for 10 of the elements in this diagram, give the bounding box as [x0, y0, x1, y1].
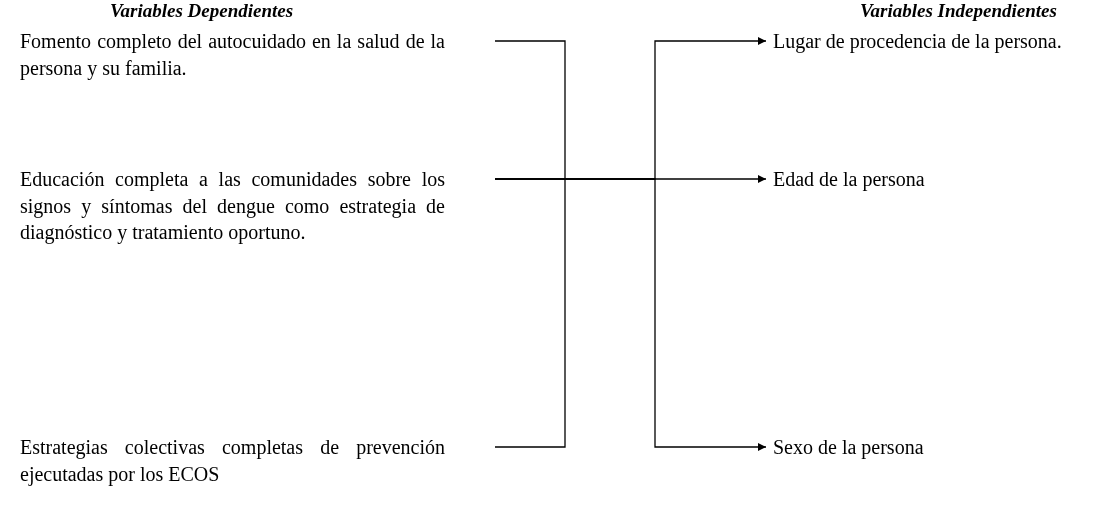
variable-text: Edad de la persona: [773, 167, 926, 193]
column-heading: Variables Independientes: [860, 0, 1057, 22]
variable-text: Lugar de procedencia de la persona.: [773, 29, 1063, 55]
variable-text: Estrategias colectivas completas de prevención ejecutadas por los ECOS: [20, 435, 445, 487]
bracket-connector: [494, 40, 566, 448]
column-heading: Variables Dependientes: [110, 0, 294, 22]
variable-text: Fomento completo del autocuidado en la salud de la persona y su familia.: [20, 29, 445, 81]
variable-text: Sexo de la persona: [773, 435, 925, 461]
variable-text: Educación completa a las comunidades sobre los signos y síntomas del dengue como estrategia de diagnóstico y tratamiento oportuno.: [20, 167, 445, 246]
arrow: [494, 178, 767, 451]
